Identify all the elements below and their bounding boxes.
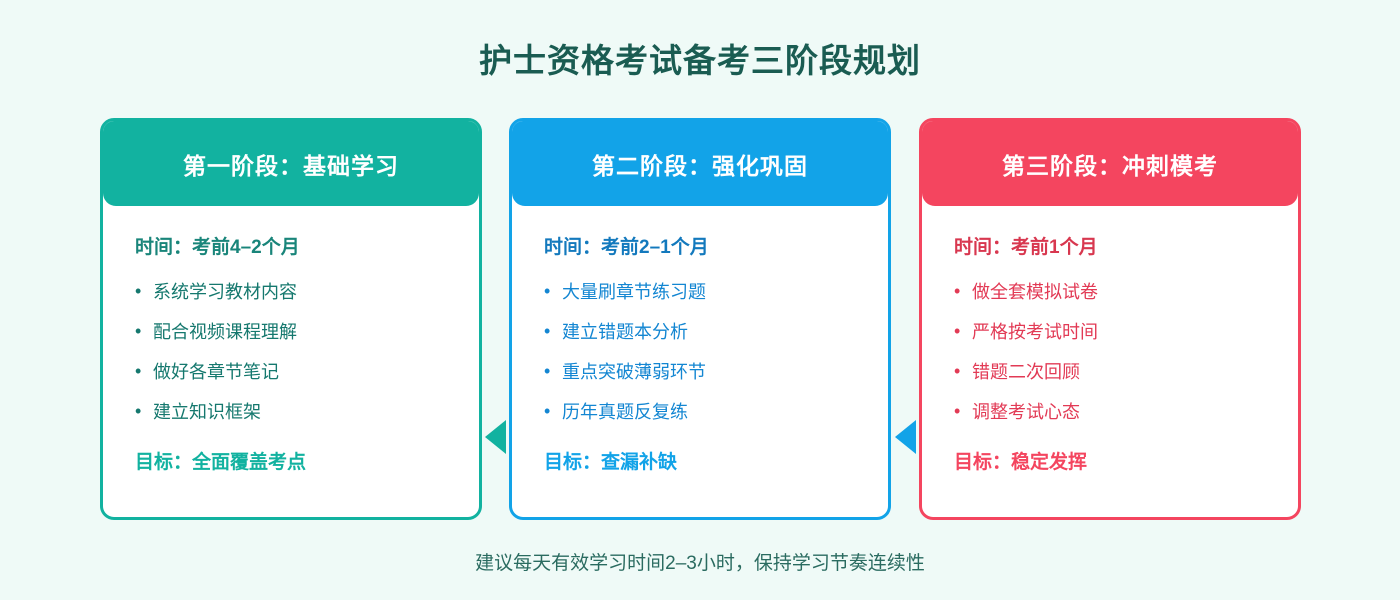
list-item: 建立错题本分析 [544,322,856,341]
list-item: 系统学习教材内容 [135,282,447,301]
stage-card-2-goal: 目标：查漏补缺 [544,452,678,473]
stage-card-2: 第二阶段：强化巩固 时间：考前2–1个月 大量刷章节练习题 建立错题本分析 重点… [509,118,891,520]
stage-card-3-header: 第三阶段：冲刺模考 [922,121,1298,206]
arrow-left-icon-stage1-stage2 [485,420,506,454]
stage-cards-container: 第一阶段：基础学习 时间：考前4–2个月 系统学习教材内容 配合视频课程理解 做… [0,118,1400,520]
stage-card-2-body: 时间：考前2–1个月 大量刷章节练习题 建立错题本分析 重点突破薄弱环节 历年真… [512,206,888,474]
stage-card-3-bullets: 做全套模拟试卷 严格按考试时间 错题二次回顾 调整考试心态 [954,282,1266,421]
stage-card-1-body: 时间：考前4–2个月 系统学习教材内容 配合视频课程理解 做好各章节笔记 建立知… [103,206,479,474]
stage-card-2-header: 第二阶段：强化巩固 [512,121,888,206]
page-title: 护士资格考试备考三阶段规划 [479,42,921,79]
list-item: 调整考试心态 [954,402,1266,421]
list-item: 历年真题反复练 [544,402,856,421]
stage-card-1-goal: 目标：全面覆盖考点 [135,452,307,473]
stage-card-1: 第一阶段：基础学习 时间：考前4–2个月 系统学习教材内容 配合视频课程理解 做… [100,118,482,520]
list-item: 建立知识框架 [135,402,447,421]
stage-card-3-body: 时间：考前1个月 做全套模拟试卷 严格按考试时间 错题二次回顾 调整考试心态 目… [922,206,1298,474]
stage-card-3-goal: 目标：稳定发挥 [954,452,1088,473]
list-item: 做好各章节笔记 [135,362,447,381]
stage-card-1-bullets: 系统学习教材内容 配合视频课程理解 做好各章节笔记 建立知识框架 [135,282,447,421]
list-item: 错题二次回顾 [954,362,1266,381]
list-item: 严格按考试时间 [954,322,1266,341]
stage-card-1-header: 第一阶段：基础学习 [103,121,479,206]
stage-card-3-time: 时间：考前1个月 [954,237,1098,258]
stage-card-2-bullets: 大量刷章节练习题 建立错题本分析 重点突破薄弱环节 历年真题反复练 [544,282,856,421]
footer-note: 建议每天有效学习时间2–3小时，保持学习节奏连续性 [475,553,925,574]
stage-card-1-time: 时间：考前4–2个月 [135,237,300,258]
list-item: 配合视频课程理解 [135,322,447,341]
list-item: 大量刷章节练习题 [544,282,856,301]
list-item: 做全套模拟试卷 [954,282,1266,301]
arrow-left-icon-stage2-stage3 [895,420,916,454]
list-item: 重点突破薄弱环节 [544,362,856,381]
stage-card-2-time: 时间：考前2–1个月 [544,237,709,258]
stage-card-3: 第三阶段：冲刺模考 时间：考前1个月 做全套模拟试卷 严格按考试时间 错题二次回… [919,118,1301,520]
